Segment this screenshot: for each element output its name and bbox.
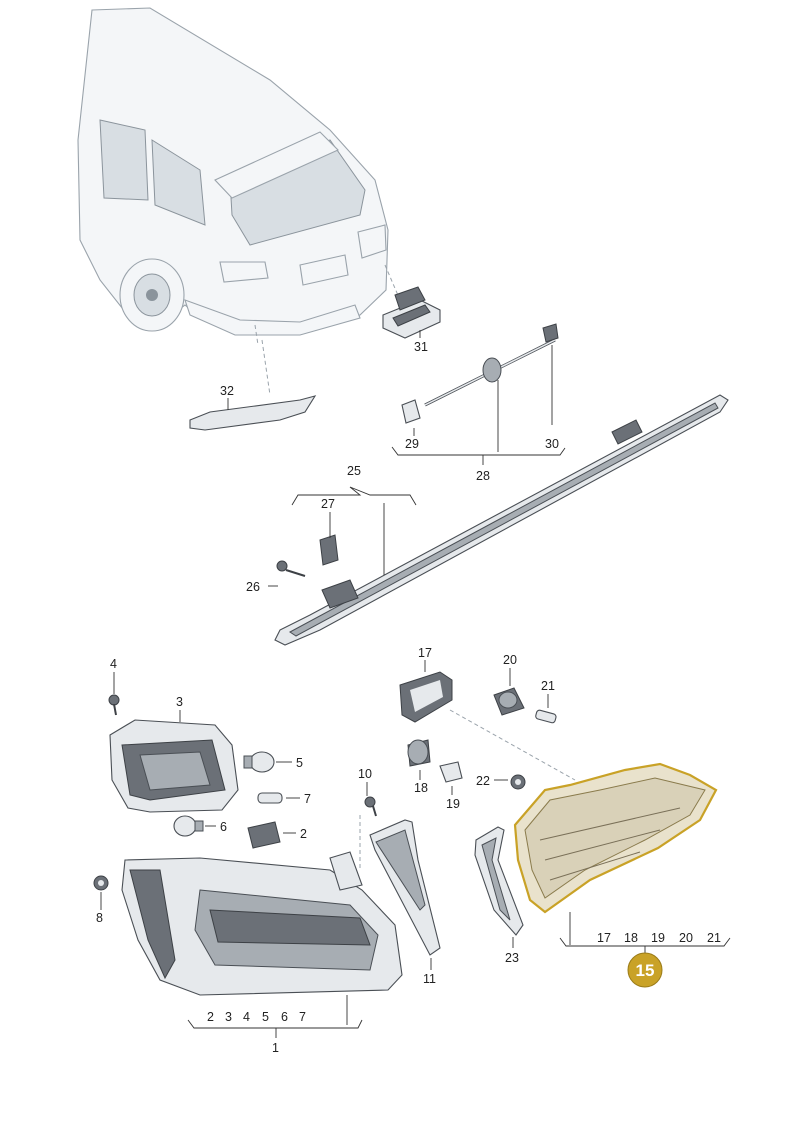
callout-2: 2: [300, 827, 307, 841]
group-15-label-18: 18: [624, 931, 638, 945]
callout-10: 10: [358, 767, 372, 781]
group-15-label-19: 19: [651, 931, 665, 945]
group-1-label-3: 3: [225, 1010, 232, 1024]
inner-tail-light-highlighted: [513, 762, 718, 914]
group-15-label-21: 21: [707, 931, 721, 945]
callout-21: 21: [541, 679, 555, 693]
callout-32: 32: [220, 384, 234, 398]
trim-panel-11: [369, 819, 441, 956]
bulb-socket-20: [493, 687, 525, 716]
callout-31: 31: [414, 340, 428, 354]
group-1-label-5: 5: [262, 1010, 269, 1024]
callout-17: 17: [418, 646, 432, 660]
reflector-trim-strip: [189, 395, 317, 431]
bulb-socket-18: [407, 739, 431, 767]
callout-25: 25: [347, 464, 361, 478]
group-1-label-4: 4: [243, 1010, 250, 1024]
callout-26: 26: [246, 580, 260, 594]
outer-tail-light: [121, 851, 403, 996]
callout-8: 8: [96, 911, 103, 925]
group-15-label-17: 17: [597, 931, 611, 945]
callout-28: 28: [476, 469, 490, 483]
callout-20: 20: [503, 653, 517, 667]
callout-4: 4: [110, 657, 117, 671]
grommet-8: [93, 875, 109, 891]
callout-11: 11: [423, 972, 436, 986]
callout-5: 5: [296, 756, 303, 770]
callout-22: 22: [476, 774, 490, 788]
group-1-label-2: 2: [207, 1010, 214, 1024]
trunk-light-strip: [274, 394, 729, 646]
callout-6: 6: [220, 820, 227, 834]
connector-2: [247, 821, 281, 849]
callout-29: 29: [405, 437, 419, 451]
callout-19: 19: [446, 797, 460, 811]
callout-1: 1: [272, 1041, 279, 1055]
callout-3: 3: [176, 695, 183, 709]
screw-10: [364, 796, 377, 817]
car-rear-illustration: [77, 7, 389, 336]
bulb-21: [535, 709, 557, 724]
gasket-17: [399, 671, 453, 723]
callout-7: 7: [304, 792, 311, 806]
callout-30: 30: [545, 437, 559, 451]
bulb-5: [243, 751, 275, 773]
highlight-badge: [627, 952, 663, 988]
screw-26: [276, 560, 306, 577]
bulb-carrier: [109, 719, 239, 813]
bulb-7: [257, 792, 283, 804]
wiring-cable-assembly: [401, 323, 559, 424]
callout-23: 23: [505, 951, 519, 965]
group-1-label-6: 6: [281, 1010, 288, 1024]
callout-27: 27: [321, 497, 335, 511]
callout-18: 18: [414, 781, 428, 795]
trim-panel-23: [474, 826, 524, 936]
group-15-label-20: 20: [679, 931, 693, 945]
bulb-19: [439, 761, 463, 783]
group-1-label-7: 7: [299, 1010, 306, 1024]
callout-15: 15: [636, 961, 655, 980]
license-plate-light: [382, 286, 441, 339]
screw-4: [108, 694, 120, 716]
nut-22: [510, 774, 526, 790]
bulb-6: [173, 815, 204, 837]
bracket-part: [319, 534, 339, 566]
